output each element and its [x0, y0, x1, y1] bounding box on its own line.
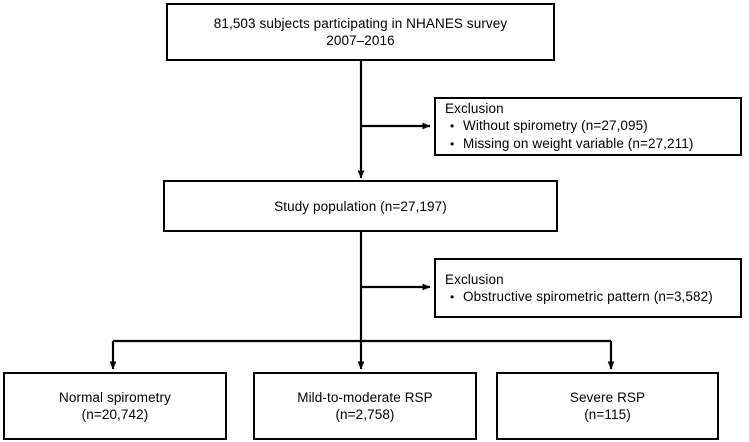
node-severe-line-2: (n=115) [584, 407, 631, 422]
exclusion-2-list: Obstructive spirometric pattern (n=3,582… [445, 288, 713, 306]
exclusion-1-item: Without spirometry (n=27,095) [450, 117, 693, 135]
node-total-line-2: 2007–2016 [326, 33, 395, 48]
exclusion-1-list: Without spirometry (n=27,095) Missing on… [445, 117, 693, 153]
node-mild-to-moderate-rsp: Mild-to-moderate RSP (n=2,758) [253, 372, 477, 440]
node-exclusion-2: Exclusion Obstructive spirometric patter… [434, 258, 742, 318]
node-exclusion-1: Exclusion Without spirometry (n=27,095) … [434, 97, 742, 156]
exclusion-2-item: Obstructive spirometric pattern (n=3,582… [450, 288, 713, 306]
node-study-population: Study population (n=27,197) [163, 180, 558, 232]
node-normal-line-1: Normal spirometry [59, 390, 171, 405]
node-mild-line-2: (n=2,758) [335, 407, 395, 422]
node-severe-rsp: Severe RSP (n=115) [496, 372, 719, 440]
exclusion-1-heading: Exclusion [445, 101, 504, 116]
node-total-subjects: 81,503 subjects participating in NHANES … [166, 3, 555, 61]
node-study-population-line-1: Study population (n=27,197) [274, 198, 447, 214]
node-total-line-1: 81,503 subjects participating in NHANES … [213, 16, 508, 31]
node-mild-line-1: Mild-to-moderate RSP [297, 390, 433, 405]
node-normal-spirometry: Normal spirometry (n=20,742) [3, 372, 227, 440]
exclusion-1-item: Missing on weight variable (n=27,211) [450, 135, 693, 153]
exclusion-2-heading: Exclusion [445, 271, 504, 287]
node-normal-line-2: (n=20,742) [81, 407, 149, 422]
node-severe-line-1: Severe RSP [569, 390, 646, 405]
